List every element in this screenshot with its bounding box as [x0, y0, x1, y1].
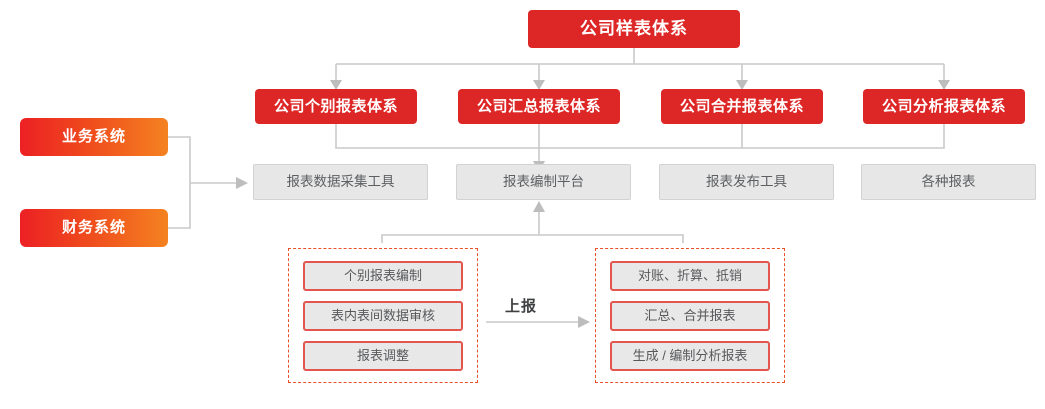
node-report-adjustment[interactable]: 报表调整 — [303, 341, 463, 371]
node-various-reports[interactable]: 各种报表 — [861, 164, 1036, 200]
group-consolidation-tasks: 对账、折算、抵销 汇总、合并报表 生成 / 编制分析报表 — [595, 248, 785, 383]
node-generate-compile-analysis-report[interactable]: 生成 / 编制分析报表 — [610, 341, 770, 371]
link-sources-bus — [168, 136, 191, 229]
node-report-compilation-platform[interactable]: 报表编制平台 — [456, 164, 631, 200]
node-analysis-report-system[interactable]: 公司分析报表体系 — [863, 89, 1025, 124]
arrow-report-up — [578, 316, 590, 328]
node-individual-report-system[interactable]: 公司个别报表体系 — [255, 89, 417, 124]
node-summary-merged-report[interactable]: 汇总、合并报表 — [610, 301, 770, 331]
link-groups-bus — [381, 234, 684, 243]
node-merged-report-system[interactable]: 公司合并报表体系 — [661, 89, 823, 124]
label-report-upward: 上报 — [505, 298, 538, 315]
node-report-publishing-tool[interactable]: 报表发布工具 — [659, 164, 834, 200]
node-business-system[interactable]: 业务系统 — [20, 118, 168, 156]
arrow-sources-to-collector — [236, 177, 248, 189]
node-reconciliation-translation-offset[interactable]: 对账、折算、抵销 — [610, 261, 770, 291]
node-report-data-collection-tool[interactable]: 报表数据采集工具 — [253, 164, 428, 200]
node-individual-report-compilation[interactable]: 个别报表编制 — [303, 261, 463, 291]
node-intra-inter-table-data-audit[interactable]: 表内表间数据审核 — [303, 301, 463, 331]
node-finance-system[interactable]: 财务系统 — [20, 209, 168, 247]
link-level2-lower-bus — [335, 124, 945, 149]
node-consolidated-summary-report-system[interactable]: 公司汇总报表体系 — [458, 89, 620, 124]
node-title-company-report-system[interactable]: 公司样表体系 — [528, 10, 740, 48]
arrow-groups-to-platform — [533, 201, 545, 212]
group-individual-report-tasks: 个别报表编制 表内表间数据审核 报表调整 — [288, 248, 478, 383]
